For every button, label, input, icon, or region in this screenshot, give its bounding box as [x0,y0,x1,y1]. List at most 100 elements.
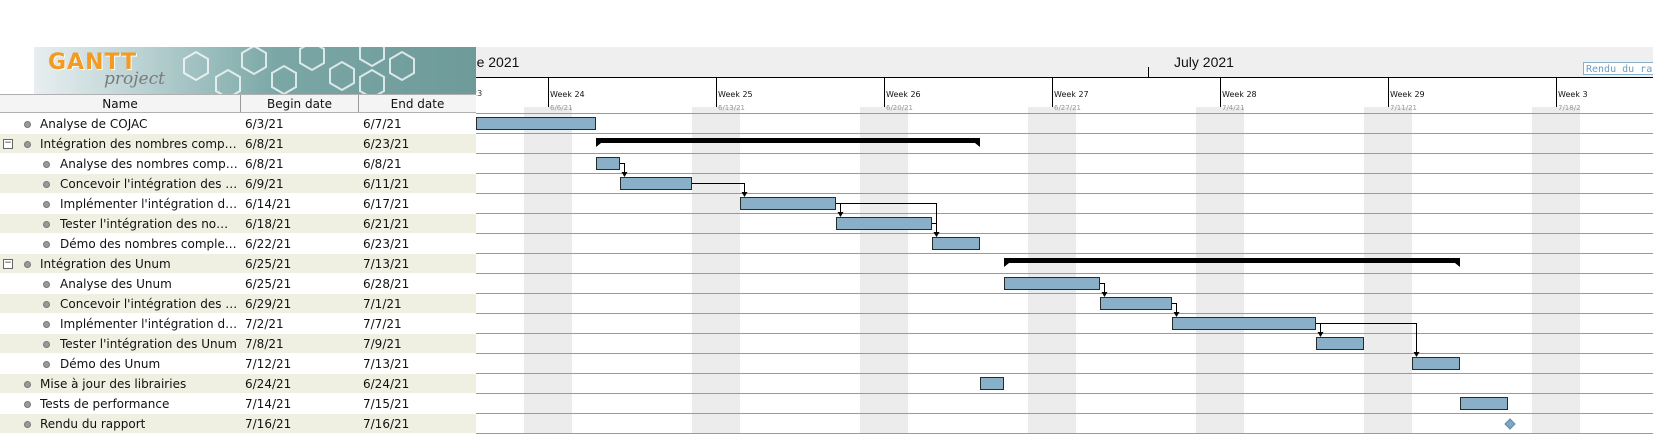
task-name-cell[interactable]: Concevoir l'intégration des nom... [0,174,241,193]
task-row[interactable]: Tester l'intégration des Unum 7/8/21 7/9/2… [0,334,476,354]
task-end-date[interactable]: 6/28/21 [363,277,410,291]
task-row[interactable]: Analyse des nombres complexes 6/8/21 6/8/2… [0,154,476,174]
task-bar [1172,317,1316,330]
task-end-date[interactable]: 6/23/21 [363,137,410,151]
task-end-date[interactable]: 7/15/21 [363,397,410,411]
task-begin-date[interactable]: 7/14/21 [245,397,292,411]
task-begin-date[interactable]: 6/8/21 [245,157,284,171]
week-date-label: 6/6/21 [550,104,573,112]
task-row[interactable]: Concevoir l'intégration des Unum 6/29/21 7… [0,294,476,314]
task-bullet-icon [43,321,50,328]
task-end-date[interactable]: 6/17/21 [363,197,410,211]
task-bullet-icon [43,361,50,368]
dependency-arrowhead [621,172,628,177]
dependency-line [1316,323,1417,353]
task-name-cell[interactable]: Démo des nombres complexes [0,234,241,253]
task-row[interactable]: Tests de performance 7/14/21 7/15/21 [0,394,476,414]
week-label: Week 24 [550,90,585,99]
task-name-cell[interactable]: Démo des Unum [0,354,241,373]
task-end-date[interactable]: 6/23/21 [363,237,410,251]
task-row[interactable]: Mise à jour des librairies 6/24/21 6/24/21 [0,374,476,394]
task-bullet-icon [43,341,50,348]
task-row[interactable]: Analyse des Unum 6/25/21 6/28/21 [0,274,476,294]
task-begin-date[interactable]: 6/29/21 [245,297,292,311]
task-row[interactable]: Analyse de COJAC 6/3/21 6/7/21 [0,114,476,134]
task-name: Analyse des Unum [60,277,172,291]
task-name: Intégration des Unum [40,257,171,271]
milestone-diamond [1504,418,1516,430]
task-begin-date[interactable]: 6/25/21 [245,257,292,271]
dependency-arrowhead [1173,312,1180,317]
task-begin-date[interactable]: 7/2/21 [245,317,284,331]
task-bar [476,117,596,130]
task-end-date[interactable]: 7/13/21 [363,357,410,371]
task-begin-date[interactable]: 7/16/21 [245,417,292,431]
task-end-date[interactable]: 6/8/21 [363,157,402,171]
task-name-cell[interactable]: Analyse de COJAC [0,114,241,133]
week-label: Week 26 [886,90,921,99]
task-begin-date[interactable]: 6/8/21 [245,137,284,151]
task-name-cell[interactable]: Tester l'intégration des Unum [0,334,241,353]
task-name-cell[interactable]: Rendu du rapport [0,414,241,433]
task-name: Concevoir l'intégration des nom... [60,177,239,191]
task-row[interactable]: Rendu du rapport 7/16/21 7/16/21 [0,414,476,434]
week-date-label: 6/27/21 [1054,104,1081,112]
collapse-toggle-icon[interactable]: − [3,138,13,149]
task-name-cell[interactable]: Tests de performance [0,394,241,413]
task-bar [740,197,836,210]
task-end-date[interactable]: 7/7/21 [363,317,402,331]
task-row[interactable]: Implémenter l'intégration des U... 7/2/21… [0,314,476,334]
task-row[interactable]: Démo des nombres complexes 6/22/21 6/23/21 [0,234,476,254]
task-name-cell[interactable]: − Intégration des Unum [0,254,241,273]
task-bullet-icon [43,201,50,208]
task-begin-date[interactable]: 6/3/21 [245,117,284,131]
week-start-label: 23 [476,89,482,98]
task-name-cell[interactable]: Implémenter l'intégration des no... [0,194,241,213]
task-name-cell[interactable]: Implémenter l'intégration des U... [0,314,241,333]
task-row[interactable]: −Intégration des nombres complexes 6/8/21… [0,134,476,154]
column-header-end-date[interactable]: End date [390,97,445,111]
dependency-line [692,183,745,193]
task-begin-date[interactable]: 6/9/21 [245,177,284,191]
task-begin-date[interactable]: 6/18/21 [245,217,292,231]
task-row[interactable]: Démo des Unum 7/12/21 7/13/21 [0,354,476,374]
task-end-date[interactable]: 7/16/21 [363,417,410,431]
weekend-shading [524,107,572,434]
task-end-date[interactable]: 7/1/21 [363,297,402,311]
logo-project-text: project [104,69,165,89]
task-begin-date[interactable]: 6/14/21 [245,197,292,211]
task-begin-date[interactable]: 7/8/21 [245,337,284,351]
collapse-toggle-icon[interactable]: − [3,258,13,269]
task-name-cell[interactable]: −Intégration des nombres complexes [0,134,241,153]
weekend-shading [1364,107,1412,434]
task-end-date[interactable]: 7/13/21 [363,257,410,271]
task-bar [932,237,980,250]
column-header-name[interactable]: Name [0,95,241,112]
task-begin-date[interactable]: 6/22/21 [245,237,292,251]
task-name-cell[interactable]: Concevoir l'intégration des Unum [0,294,241,313]
task-row[interactable]: Implémenter l'intégration des no... 6/14/… [0,194,476,214]
dependency-arrowhead [1317,332,1324,337]
dependency-arrowhead [1101,292,1108,297]
task-begin-date[interactable]: 6/25/21 [245,277,292,291]
task-end-date[interactable]: 6/24/21 [363,377,410,391]
task-name-cell[interactable]: Analyse des nombres complexes [0,154,241,173]
task-bullet-icon [24,141,31,148]
week-date-label: 7/11/21 [1390,104,1417,112]
task-end-date[interactable]: 6/21/21 [363,217,410,231]
task-name-cell[interactable]: Tester l'intégration des nombres ... [0,214,241,233]
task-end-date[interactable]: 6/7/21 [363,117,402,131]
task-name-cell[interactable]: Mise à jour des librairies [0,374,241,393]
task-row[interactable]: Concevoir l'intégration des nom... 6/9/21… [0,174,476,194]
task-name-cell[interactable]: Analyse des Unum [0,274,241,293]
task-bullet-icon [24,121,31,128]
task-end-date[interactable]: 7/9/21 [363,337,402,351]
column-header-begin-date[interactable]: Begin date [241,95,359,112]
task-row[interactable]: − Intégration des Unum 6/25/21 7/13/21 [0,254,476,274]
task-end-date[interactable]: 6/11/21 [363,177,410,191]
task-begin-date[interactable]: 6/24/21 [245,377,292,391]
task-begin-date[interactable]: 7/12/21 [245,357,292,371]
task-row[interactable]: Tester l'intégration des nombres ... 6/18… [0,214,476,234]
